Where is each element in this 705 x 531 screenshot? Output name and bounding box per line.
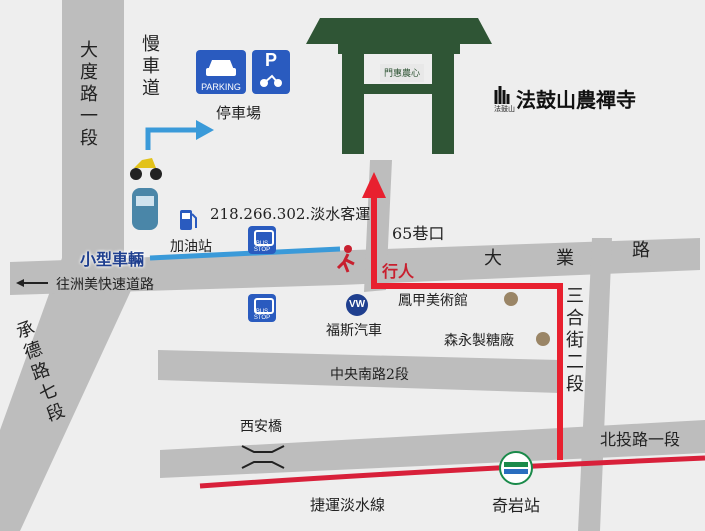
- volkswagen-logo-icon: VW: [346, 294, 368, 316]
- vehicles-label: 小型車輛: [80, 250, 145, 269]
- parking-car-icon: PARKING: [196, 50, 246, 94]
- road-label-dadu: 大度路一段: [77, 40, 98, 150]
- bus-stop-icon: BUS STOP: [248, 226, 276, 254]
- mrt-line: [199, 455, 705, 489]
- bus-stop-text-2: BUS STOP: [253, 309, 271, 321]
- parking-badge-text: PARKING: [201, 82, 241, 92]
- parking-scooter-icon: P: [252, 50, 290, 94]
- temple-name: 法鼓山農禪寺: [516, 88, 636, 112]
- road-label-daye-2: 業: [556, 248, 574, 269]
- road-label-slow-lane: 慢車道: [139, 34, 160, 100]
- road-label-expressway: 往洲美快速道路: [56, 277, 154, 293]
- sugar-factory-marker-icon: [536, 332, 550, 346]
- parking-label: 停車場: [216, 104, 262, 122]
- volkswagen-label: 福斯汽車: [326, 323, 382, 339]
- temple-gate: [306, 18, 492, 154]
- bridge-label: 西安橋: [240, 419, 282, 435]
- gas-pump-icon: [178, 206, 198, 232]
- mrt-line-label: 捷運淡水線: [310, 496, 386, 514]
- art-museum-marker-icon: [504, 292, 518, 306]
- road-beitou: [160, 420, 705, 478]
- road-dadu: [62, 0, 124, 260]
- walk-route: [371, 198, 563, 460]
- art-museum-label: 鳳甲美術館: [398, 293, 468, 309]
- car-route: [149, 246, 341, 261]
- station-label: 奇岩站: [492, 496, 541, 515]
- road-label-zhongyang: 中央南路2段: [330, 367, 409, 383]
- car-icon: [126, 184, 164, 234]
- scooter-icon: [126, 150, 166, 182]
- road-zhongyang: [158, 350, 560, 393]
- road-label-lane65: 65巷口: [392, 224, 445, 243]
- road-chengde: [0, 258, 146, 531]
- bus-stop-text: BUS STOP: [253, 241, 271, 253]
- road-label-beitou: 北投路一段: [600, 430, 681, 449]
- mrt-station-icon: [499, 451, 533, 485]
- gate-plaque: 門惠農心: [384, 69, 421, 79]
- walk-arrow: [362, 172, 386, 198]
- pedestrian-icon: [334, 244, 360, 274]
- road-label-daye-3: 路: [632, 240, 650, 261]
- road-daye: [10, 238, 700, 295]
- gas-station-label: 加油站: [170, 239, 212, 255]
- pedestrian-label: 行人: [382, 262, 415, 281]
- car-route-arrow: [145, 127, 198, 150]
- bus-routes-label: 218.266.302.淡水客運: [210, 205, 371, 223]
- bridge-icon: [241, 445, 285, 469]
- parking-p-text: P: [264, 50, 277, 70]
- road-label-sanhe: 三合街二段: [563, 286, 584, 396]
- temple-logo-icon: [494, 84, 512, 106]
- road-label-daye-1: 大: [484, 248, 502, 269]
- temple-logo-text: 法鼓山: [494, 105, 515, 113]
- bus-stop-icon-2: BUS STOP: [248, 294, 276, 322]
- sugar-factory-label: 森永製糖廠: [444, 333, 514, 349]
